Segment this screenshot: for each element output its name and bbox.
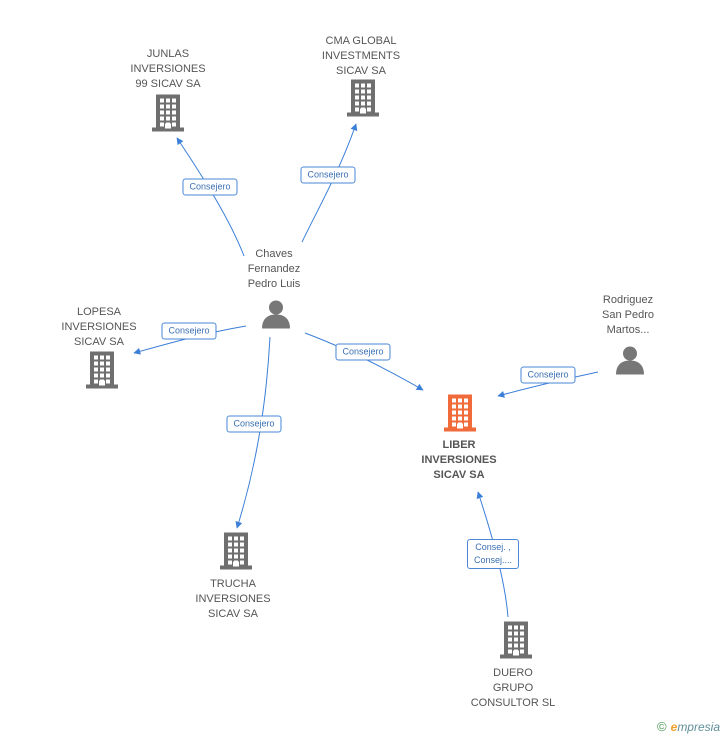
edge-chaves-trucha	[235, 336, 271, 529]
edge-label-chaves-lopesa[interactable]: Consejero	[161, 322, 217, 340]
edge-label-chaves-liber[interactable]: Consejero	[335, 343, 391, 361]
copyright-symbol: ©	[657, 719, 667, 734]
empresia-logo: ©empresia	[657, 719, 720, 734]
edge-chaves-cma	[301, 123, 358, 243]
chaves-label[interactable]: Chaves Fernandez Pedro Luis	[247, 248, 301, 290]
edge-label-rodriguez-liber[interactable]: Consejero	[520, 366, 576, 384]
junlas-building-icon[interactable]	[152, 93, 184, 138]
chaves-person-icon[interactable]	[261, 299, 291, 334]
lopesa-building-icon[interactable]	[86, 350, 118, 395]
lopesa-label[interactable]: LOPESA INVERSIONES SICAV SA	[61, 306, 137, 348]
duero-building-icon[interactable]	[500, 620, 532, 665]
brand-initial: e	[670, 720, 678, 734]
rodriguez-person-icon[interactable]	[615, 345, 645, 380]
edge-label-chaves-cma[interactable]: Consejero	[300, 166, 356, 184]
trucha-label[interactable]: TRUCHA INVERSIONES SICAV SA	[195, 578, 271, 620]
cma-label[interactable]: CMA GLOBAL INVESTMENTS SICAV SA	[321, 35, 401, 77]
junlas-label[interactable]: JUNLAS INVERSIONES 99 SICAV SA	[130, 48, 206, 90]
edge-chaves-liber	[304, 332, 424, 391]
brand-name: mpresia	[677, 720, 720, 734]
cma-building-icon[interactable]	[347, 78, 379, 123]
liber-label[interactable]: LIBER INVERSIONES SICAV SA	[421, 439, 497, 481]
edge-chaves-junlas	[176, 137, 245, 257]
trucha-building-icon[interactable]	[220, 531, 252, 576]
rodriguez-label[interactable]: Rodriguez San Pedro Martos...	[602, 294, 654, 336]
edge-label-duero-liber[interactable]: Consej. , Consej....	[466, 539, 520, 569]
duero-label[interactable]: DUERO GRUPO CONSULTOR SL	[470, 667, 556, 709]
edge-label-chaves-trucha[interactable]: Consejero	[226, 415, 282, 433]
liber-building-icon[interactable]	[444, 393, 476, 438]
edge-label-chaves-junlas[interactable]: Consejero	[182, 178, 238, 196]
